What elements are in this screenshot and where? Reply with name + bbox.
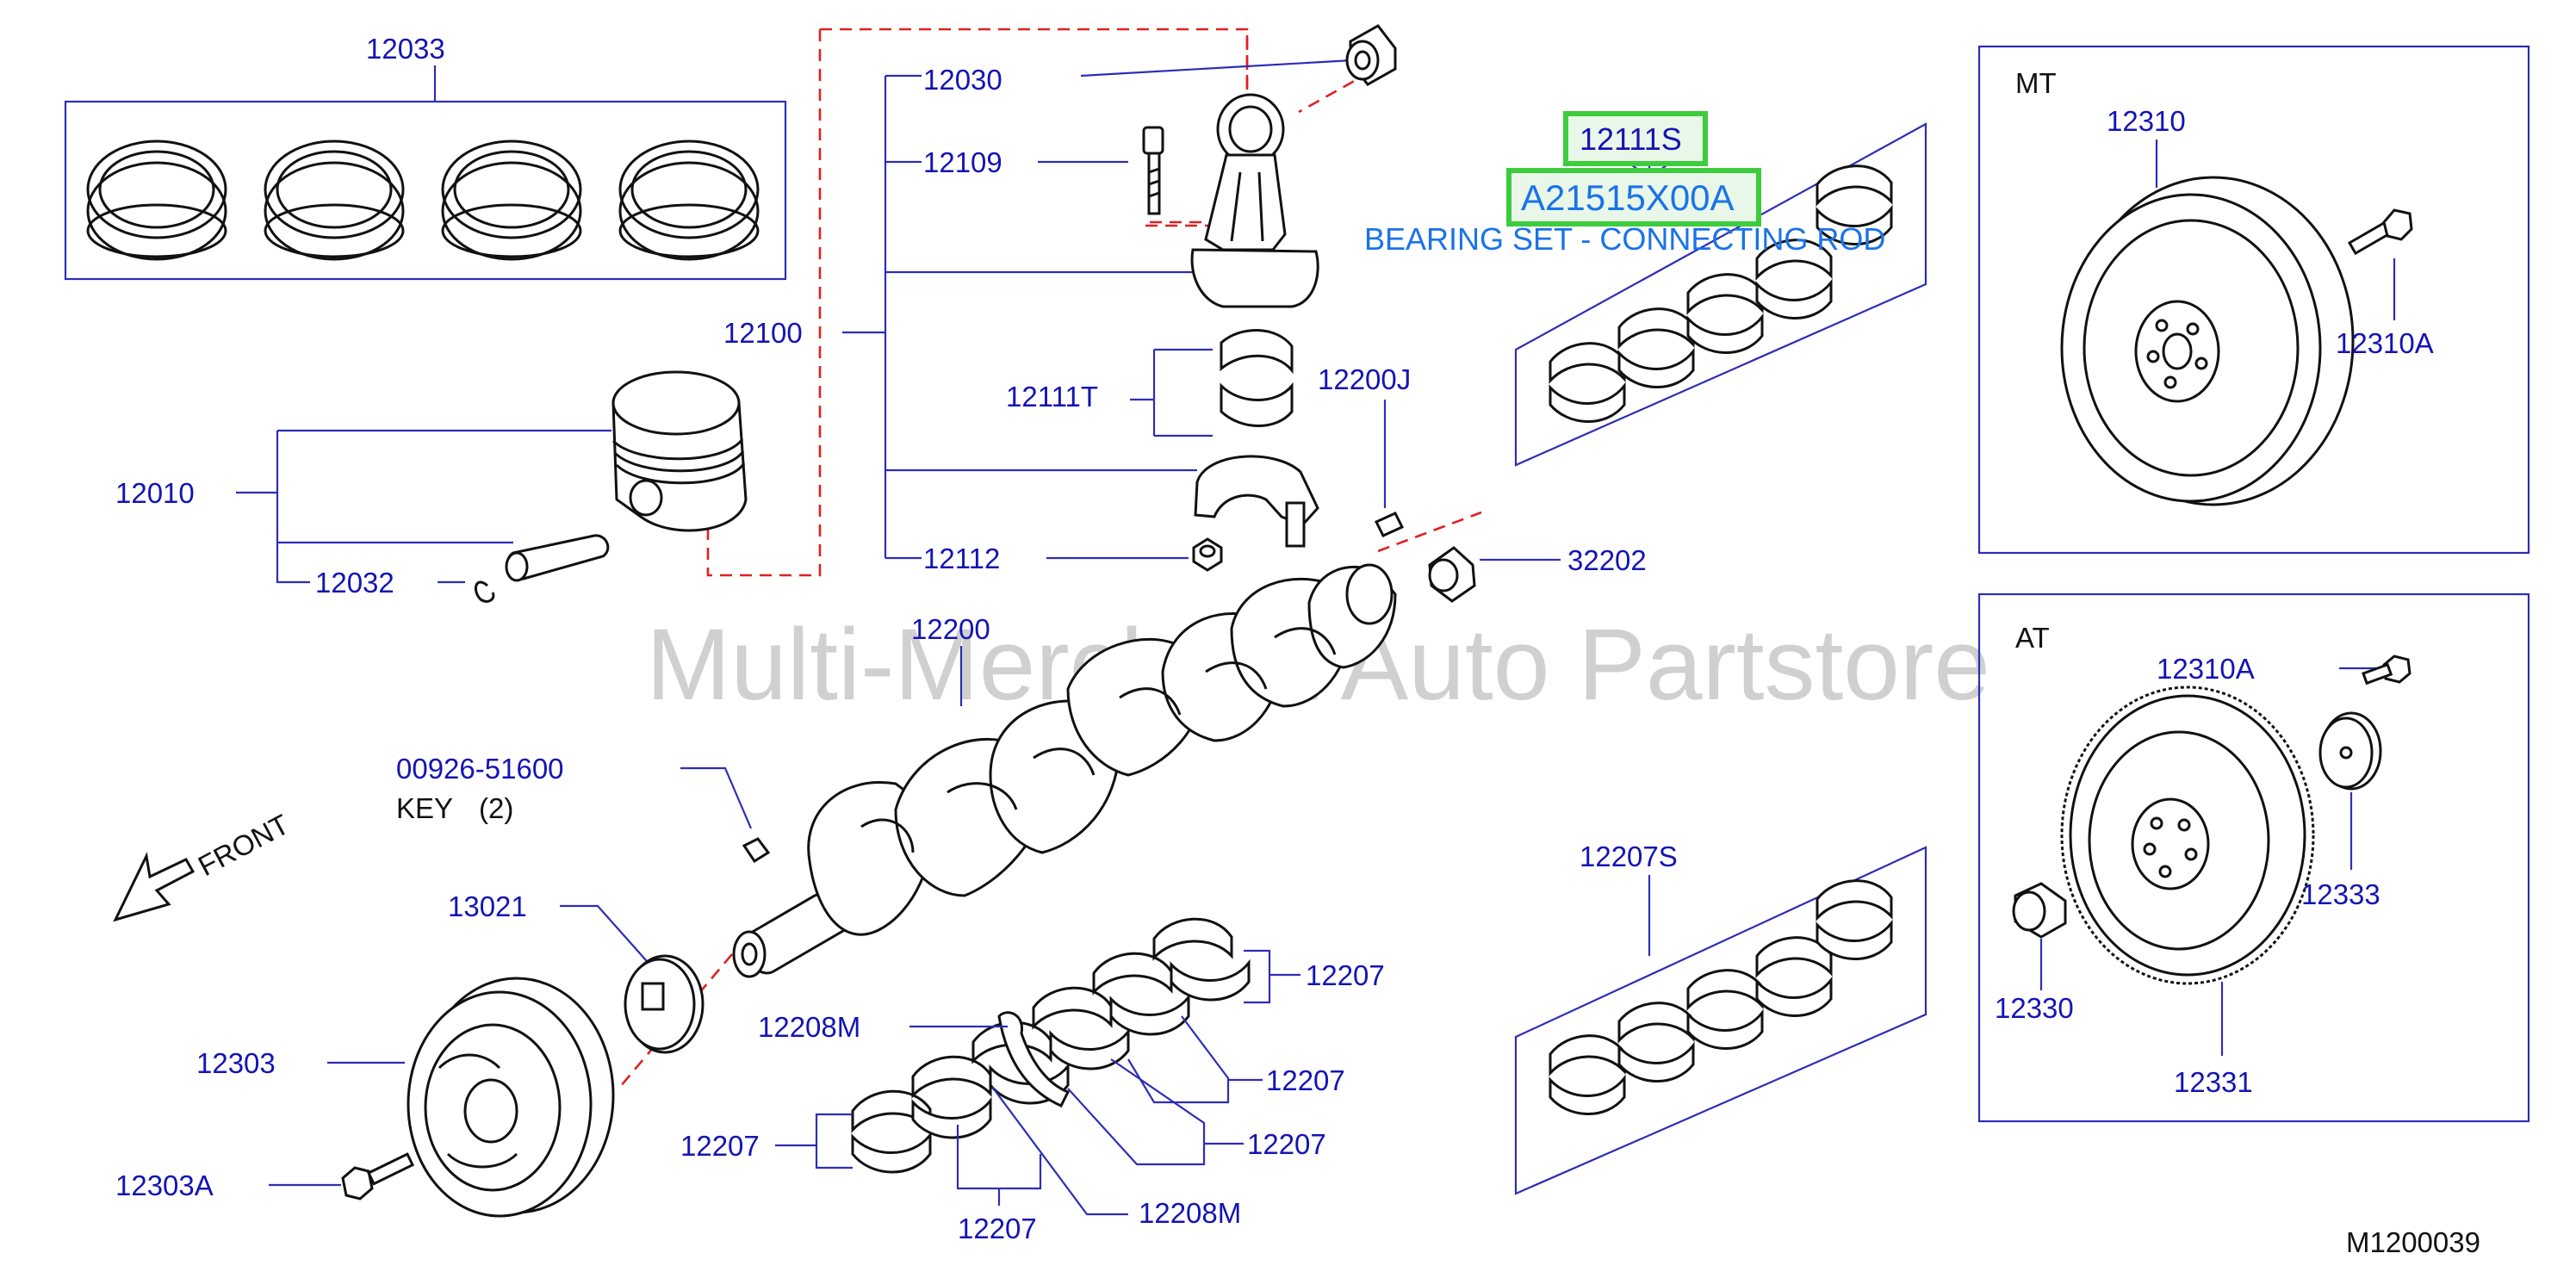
at-panel-frame [1977,592,2530,1123]
label-12303A[interactable]: 12303A [115,1169,214,1201]
mt-panel-title: MT [2015,67,2057,99]
label-12207-d[interactable]: 12207 [680,1130,760,1162]
at-drive-plate-bolt [2362,655,2412,686]
at-reinforcement-plate [2318,711,2382,791]
conrod-bearing-set-12111S[interactable]: 12111S A21515X00A BEARING SET - CONNECTI… [1364,111,1927,467]
piston-ring-group-4 [618,140,760,261]
label-12303[interactable]: 12303 [196,1047,276,1079]
leader-00926 [680,766,753,829]
label-12200J[interactable]: 12200J [1318,363,1411,395]
connecting-rod-cap [1194,455,1319,548]
label-12010[interactable]: 12010 [115,477,195,509]
front-label: FRONT [193,808,295,882]
highlight-part-number-box [1563,111,1708,166]
piston-ring-box [64,100,787,281]
front-direction-indicator: FRONT [113,808,295,922]
leader-12010-bracket [276,431,310,584]
at-label-12333[interactable]: 12333 [2301,878,2380,910]
piston-assembly[interactable]: 12010 12032 [115,370,748,603]
pilot-bushing[interactable]: 32202 [1428,544,1647,603]
label-12207-c[interactable]: 12207 [1247,1128,1326,1160]
label-12207S[interactable]: 12207S [1580,841,1678,872]
highlight-part-number[interactable]: 12111S [1580,121,1682,157]
conrod-bearing-set-box [1514,122,1927,467]
label-12200[interactable]: 12200 [911,613,990,645]
label-12207-b[interactable]: 12207 [1266,1064,1345,1096]
mt-flywheel-bolt [2347,208,2413,256]
crankshaft-pulley-bolt[interactable]: 12303A [115,1152,415,1201]
rod-bearing-halves [1220,329,1294,427]
mt-label-12310[interactable]: 12310 [2107,105,2186,137]
label-12109[interactable]: 12109 [923,146,1002,178]
piston-pin-snap-ring [474,580,495,603]
at-label-12331[interactable]: 12331 [2174,1066,2253,1098]
main-bearing-set-12207S[interactable]: 12207S [1514,841,1927,1195]
label-12032[interactable]: 12032 [315,567,394,599]
mt-flywheel [2060,176,2355,506]
piston-ring-group-2 [264,140,405,261]
label-key-qty: (2) [479,792,513,824]
at-spacer [2012,882,2067,939]
label-12207-e[interactable]: 12207 [958,1213,1037,1244]
piston-ring-group-1 [86,140,227,261]
label-12111T[interactable]: 12111T [1006,381,1098,413]
at-drive-plate-panel[interactable]: AT 12310A 12333 12330 [1977,592,2530,1123]
main-bearing-shells [851,917,1251,1174]
at-drive-plate [2060,686,2315,985]
label-12030[interactable]: 12030 [923,64,1002,96]
crankshaft[interactable]: 12200 [732,563,1397,978]
label-12208M-b[interactable]: 12208M [1139,1197,1241,1229]
woodruff-key[interactable]: 00926-51600 KEY (2) [396,753,771,864]
highlight-oem-number[interactable]: A21515X00A [1521,177,1735,218]
label-12207-a[interactable]: 12207 [1306,959,1385,991]
mt-panel-frame [1977,45,2530,555]
front-arrow-icon [113,852,196,922]
label-00926-51600[interactable]: 00926-51600 [396,753,564,785]
piston-pin-bushing [1345,24,1397,86]
piston-pin [505,534,610,582]
main-bearing-set-shells [1549,879,1893,1115]
label-12208M-a[interactable]: 12208M [758,1011,860,1043]
highlight-description-link[interactable]: BEARING SET - CONNECTING ROD [1364,221,1885,257]
label-12100[interactable]: 12100 [723,317,803,349]
mt-label-12310A[interactable]: 12310A [2336,327,2434,359]
piston-ring-group-3 [441,140,582,261]
label-32202[interactable]: 32202 [1567,544,1647,576]
label-12112[interactable]: 12112 [923,543,1000,574]
piston [611,370,748,532]
at-panel-title: AT [2015,622,2050,654]
at-label-12310A[interactable]: 12310A [2157,653,2255,685]
leader-13021 [560,904,654,969]
main-bearing-set-box [1514,846,1927,1195]
crankshaft-pilot-pin[interactable]: 12200J [1318,363,1411,537]
piston-ring-set[interactable]: 12033 [64,33,787,281]
mt-flywheel-panel[interactable]: MT 12310 12310A [1977,45,2530,555]
diagram-code: M1200039 [2346,1226,2480,1258]
at-label-12330[interactable]: 12330 [1995,992,2074,1024]
crankshaft-sprocket[interactable]: 13021 [448,890,705,1054]
main-bearings[interactable]: 12207 12208M 12207 12207 12207 12207 122… [680,917,1385,1244]
label-key: KEY [396,792,453,824]
crankshaft-pulley[interactable]: 12303 [196,977,615,1218]
connecting-rod-assembly[interactable]: 12030 12109 12100 12112 [723,24,1397,574]
connecting-rod-nut [1192,537,1223,572]
connecting-rod [1190,93,1319,308]
connecting-rod-bolt [1142,126,1164,215]
conrod-bearing-set-shells [1549,164,1893,423]
label-13021[interactable]: 13021 [448,890,527,922]
label-12033[interactable]: 12033 [366,33,445,65]
highlight-oem-number-box [1506,168,1761,226]
